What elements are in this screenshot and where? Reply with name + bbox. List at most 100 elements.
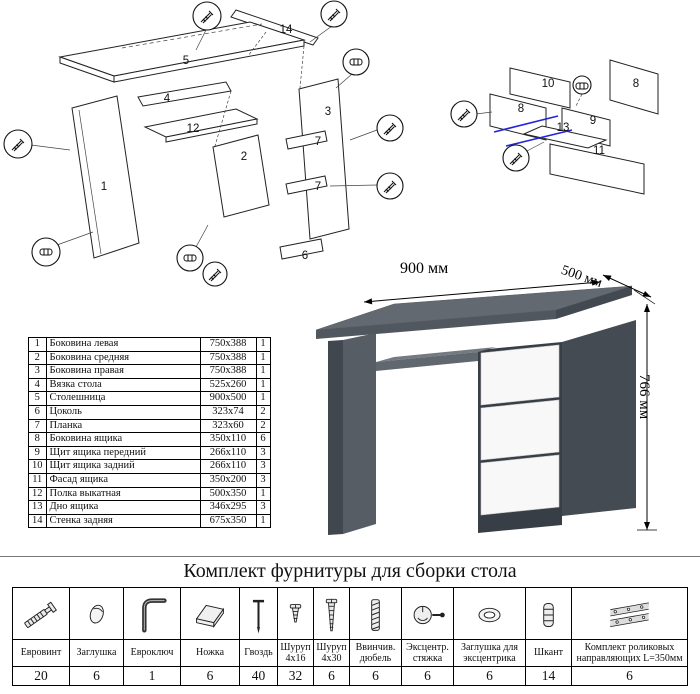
keyboard-tray-top <box>376 347 496 362</box>
hardware-item-label: Евроключ <box>123 639 181 667</box>
parts-table-cell-size: 323x74 <box>199 404 257 420</box>
parts-table-cell-num: 8 <box>28 432 47 447</box>
parts-table-cell-size: 900x500 <box>199 391 257 406</box>
hardware-item-label: Ввинчив. дюбель <box>349 639 402 667</box>
parts-table-cell-qty: 2 <box>255 418 271 434</box>
desk-exploded-drawing <box>3 0 404 287</box>
parts-table-cell-num: 13 <box>28 500 47 515</box>
screw-4x16-icon <box>277 587 314 640</box>
groove-highlight <box>493 115 559 133</box>
parts-table-cell-size: 350x200 <box>199 472 257 488</box>
right-side-part <box>298 78 350 240</box>
drawer-front <box>480 399 560 461</box>
parts-table-cell-size: 675x350 <box>199 513 257 529</box>
parts-table-cell-size: 266x110 <box>199 459 257 474</box>
parts-table-cell-num: 2 <box>28 350 47 366</box>
screw-cap-icon <box>69 587 124 640</box>
parts-table-cell-size: 323x60 <box>199 418 257 434</box>
part-number-label: 7 <box>314 136 322 148</box>
hardware-item-qty: 40 <box>239 666 278 686</box>
parts-table-cell-name: Дно ящика <box>45 500 201 515</box>
hex-key-icon <box>123 587 181 640</box>
parts-table-cell-size: 750x388 <box>199 364 257 379</box>
plinth-part <box>279 238 324 260</box>
parts-table-cell-num: 10 <box>28 459 47 474</box>
parts-table-cell-name: Боковина ящика <box>45 432 201 447</box>
hardware-item-label: Шуруп 4х16 <box>277 639 314 667</box>
part-number-label: 9 <box>589 115 597 127</box>
depth-dimension-line <box>602 274 652 298</box>
drawer-front <box>480 344 560 406</box>
drawer-slides-icon <box>571 587 688 640</box>
part-number-label: 3 <box>324 106 332 118</box>
drawer-front <box>480 454 560 516</box>
parts-table-cell-size: 346x295 <box>199 500 257 515</box>
parts-table-cell-qty: 3 <box>255 500 271 515</box>
parts-table-cell-qty: 3 <box>255 472 271 488</box>
hardware-item-qty: 6 <box>571 666 688 686</box>
parts-table-cell-name: Фасад ящика <box>45 472 201 488</box>
cam-cap-icon <box>453 587 526 640</box>
rail-part <box>137 81 232 107</box>
parts-table-cell-qty: 1 <box>255 364 271 379</box>
parts-table-cell-num: 5 <box>28 391 47 406</box>
drawer-bottom-part <box>522 125 608 149</box>
nail-icon <box>239 587 278 640</box>
parts-table-cell-name: Боковина правая <box>45 364 201 379</box>
desk-render: 900 мм 500 мм 766 мм <box>300 260 670 552</box>
groove-highlight <box>505 129 573 147</box>
screw-4x30-icon <box>313 587 350 640</box>
hardware-item-label: Заглушка для эксцентрика <box>453 639 526 667</box>
part-number-label: 8 <box>632 78 640 90</box>
parts-table-cell-num: 11 <box>28 472 47 488</box>
parts-table-cell-name: Стенка задняя <box>45 513 201 529</box>
hardware-item-qty: 14 <box>525 666 572 686</box>
hardware-item-qty: 6 <box>69 666 124 686</box>
drawer-back-part <box>509 67 571 109</box>
part-number-label: 8 <box>517 103 525 115</box>
keyboard-tray-front <box>376 352 478 371</box>
cabinet-side-panel <box>562 320 636 516</box>
parts-table-cell-qty: 1 <box>255 513 271 529</box>
part-number-label: 1 <box>100 181 108 193</box>
parts-table-cell-qty: 1 <box>255 391 271 406</box>
back-wall-part <box>230 9 319 46</box>
parts-table-cell-num: 7 <box>28 418 47 434</box>
left-side-part <box>71 95 140 259</box>
hardware-item-qty: 6 <box>453 666 526 686</box>
parts-table-cell-size: 500x350 <box>199 486 257 502</box>
hardware-item-label: Шуруп 4х30 <box>313 639 350 667</box>
part-number-label: 7 <box>314 181 322 193</box>
parts-table-cell-name: Планка <box>45 418 201 434</box>
hardware-item-qty: 6 <box>401 666 454 686</box>
dimension-height-label: 766 мм <box>636 374 652 420</box>
parts-table-cell-name: Боковина средняя <box>45 350 201 366</box>
hardware-item-label: Евровинт <box>12 639 70 667</box>
hardware-icons-row <box>12 587 688 640</box>
hardware-item-qty: 6 <box>180 666 240 686</box>
parts-table-cell-size: 350x110 <box>199 432 257 447</box>
parts-table-cell-name: Щит ящика задний <box>45 459 201 474</box>
parts-table-cell-size: 266x110 <box>199 445 257 461</box>
part-number-label: 10 <box>541 78 555 90</box>
hardware-item-qty: 6 <box>313 666 350 686</box>
middle-side-part <box>212 134 270 218</box>
wooden-dowel-icon <box>525 587 572 640</box>
parts-table-cell-name: Полка выкатная <box>45 486 201 502</box>
eurovint-screw-icon <box>12 587 70 640</box>
left-leg-front-edge <box>328 340 343 535</box>
hardware-item-label: Заглушка <box>69 639 124 667</box>
